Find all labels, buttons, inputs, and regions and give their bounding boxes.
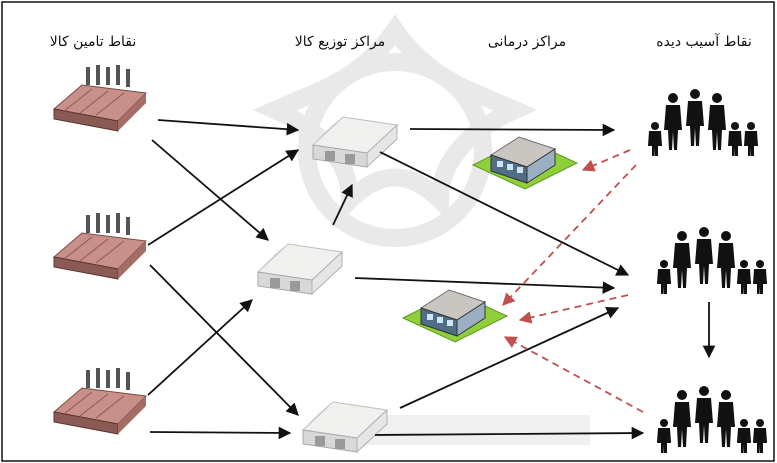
header-distribution-centers: مراکز توزیع کالا <box>295 34 386 50</box>
supply-flow-arrows <box>147 119 716 440</box>
evacuation-arrows <box>502 149 644 413</box>
watermark-emblem <box>252 14 538 247</box>
header-supply-points: نقاط تامین کالا <box>50 34 137 50</box>
header-medical-centers: مراکز درمانی <box>488 34 566 50</box>
header-affected-points: نقاط آسیب دیده <box>656 33 752 50</box>
